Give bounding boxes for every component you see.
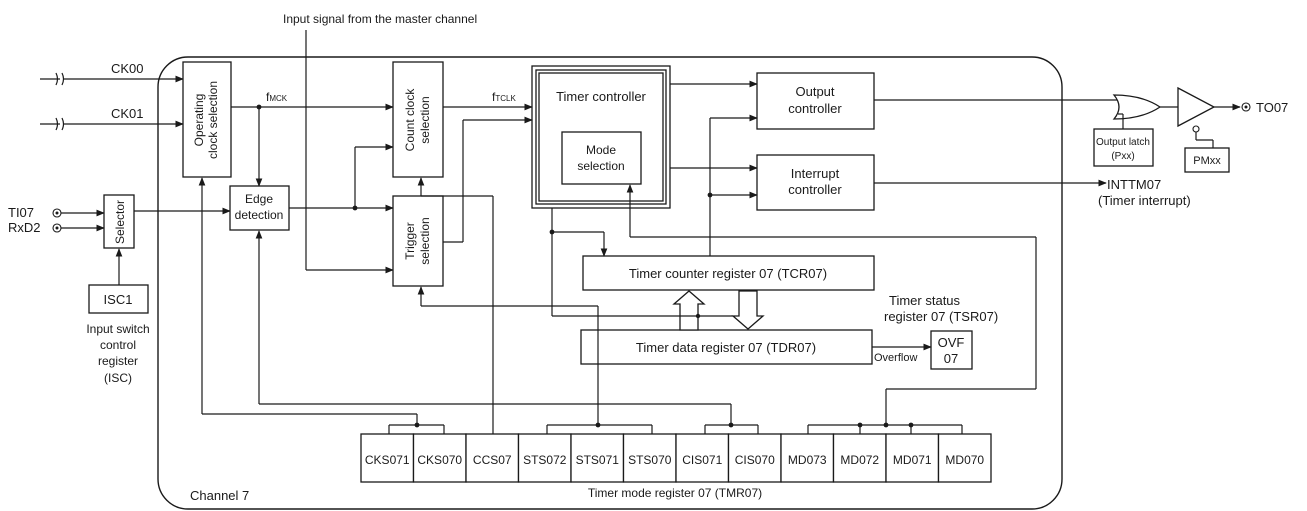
svg-text:Mode: Mode [586, 143, 616, 157]
timer-interrupt-note: (Timer interrupt) [1098, 193, 1191, 208]
tmr07-bit-cell [885, 433, 940, 483]
channel-label: Channel 7 [190, 488, 249, 503]
tdr-to-tcr-transfer [672, 290, 706, 331]
or-gate [1112, 94, 1162, 120]
svg-text:OVF: OVF [938, 335, 965, 350]
tmr07-bit-cell [465, 433, 520, 483]
master-channel-note: Input signal from the master channel [283, 12, 477, 26]
timer-controller-block [531, 65, 671, 209]
ovf07-block [930, 330, 973, 370]
svg-text:controller: controller [788, 101, 842, 116]
tmr07-bit-label: CCS07 [473, 453, 512, 467]
interrupt-controller-block [756, 154, 875, 211]
tmr07-bit-cell [780, 433, 835, 483]
trigger-selection-block [392, 195, 444, 287]
svg-text:Output: Output [795, 84, 834, 99]
tmr07-bit-label: STS070 [628, 453, 672, 467]
svg-text:clock selection: clock selection [206, 81, 220, 159]
ti07-label: TI07 [8, 205, 34, 220]
svg-text:Timer data register 07 (TDR07): Timer data register 07 (TDR07) [636, 340, 816, 355]
svg-text:Timer status: Timer status [889, 293, 961, 308]
tmr07-bit-label: MD070 [945, 453, 984, 467]
tmr07-bit-cell [360, 433, 415, 483]
ck00-input: CK00 [40, 61, 184, 86]
output-latch-block [1093, 128, 1154, 167]
inttm07-label: INTTM07 [1107, 177, 1161, 192]
svg-text:(ISC): (ISC) [104, 371, 132, 385]
tsr-caption: Timer status register 07 (TSR07) [884, 293, 998, 324]
svg-text:Edge: Edge [245, 192, 273, 206]
output-controller-block [756, 72, 875, 130]
tmr07-bit-label: MD072 [840, 453, 879, 467]
channel-7-outline [157, 56, 1063, 510]
svg-text:selection: selection [418, 217, 432, 264]
pmxx-label: PMxx [1193, 155, 1221, 167]
tmr07-bit-label: CIS070 [735, 453, 775, 467]
svg-text:register: register [98, 354, 138, 368]
ti07-input: TI07 [8, 205, 105, 220]
svg-text:Output latch: Output latch [1096, 137, 1150, 148]
count-clock-selection-block [392, 61, 444, 178]
svg-text:control: control [100, 338, 136, 352]
tmr07-caption: Timer mode register 07 (TMR07) [588, 486, 762, 500]
svg-text:Interrupt: Interrupt [791, 166, 840, 181]
svg-text:Timer counter register 07 (TCR: Timer counter register 07 (TCR07) [629, 266, 827, 281]
tmr07-bit-label: MD071 [893, 453, 932, 467]
svg-text:(Pxx): (Pxx) [1111, 151, 1134, 162]
tmr07-bit-label: MD073 [788, 453, 827, 467]
svg-text:Count clock: Count clock [403, 88, 417, 152]
pmxx-block [1184, 147, 1230, 173]
rxd2-label: RxD2 [8, 220, 41, 235]
isc-caption: Input switch control register (ISC) [86, 322, 149, 385]
ck01-label: CK01 [111, 106, 144, 121]
tcr-to-tdr-transfer [731, 290, 765, 330]
svg-text:selection: selection [577, 159, 624, 173]
tdr07-block [580, 329, 873, 365]
overflow-label: Overflow [874, 352, 917, 364]
isc1-label: ISC1 [104, 292, 133, 307]
timer-controller-label: Timer controller [556, 89, 646, 104]
tmr07-bit-label: CKS070 [417, 453, 462, 467]
tcr07-block [582, 255, 875, 291]
tmr07-register: CKS071 CKS070 CCS07 STS072 STS071 STS070 CIS07… [360, 433, 992, 483]
ftclk-label: fTCLK [492, 90, 516, 104]
svg-text:Trigger: Trigger [403, 222, 417, 260]
selector-block [103, 194, 135, 249]
svg-text:register 07 (TSR07): register 07 (TSR07) [884, 309, 998, 324]
svg-text:Operating: Operating [192, 94, 206, 147]
selector-label: Selector [113, 200, 127, 244]
tmr07-bit-label: STS071 [576, 453, 620, 467]
ck00-label: CK00 [111, 61, 144, 76]
ck01-input: CK01 [40, 106, 184, 131]
to07-label: TO07 [1256, 100, 1288, 115]
output-buffer [1177, 86, 1216, 128]
rxd2-input: RxD2 [8, 220, 105, 235]
svg-text:selection: selection [418, 96, 432, 143]
tmr07-bit-cell [937, 433, 992, 483]
tmr07-bit-label: STS072 [523, 453, 567, 467]
mode-selection-block [561, 131, 642, 185]
fmck-label: fMCK [266, 90, 288, 104]
svg-text:controller: controller [788, 182, 842, 197]
svg-text:07: 07 [944, 351, 958, 366]
tmr07-bit-label: CIS071 [682, 453, 722, 467]
tmr07-bit-cell [675, 433, 730, 483]
svg-text:Input switch: Input switch [86, 322, 149, 336]
tmr07-bit-cell [412, 433, 467, 483]
tmr07-bit-cell [517, 433, 572, 483]
svg-text:detection: detection [235, 208, 284, 222]
tmr07-bit-label: CKS071 [365, 453, 410, 467]
operating-clock-selection-block [182, 61, 232, 178]
